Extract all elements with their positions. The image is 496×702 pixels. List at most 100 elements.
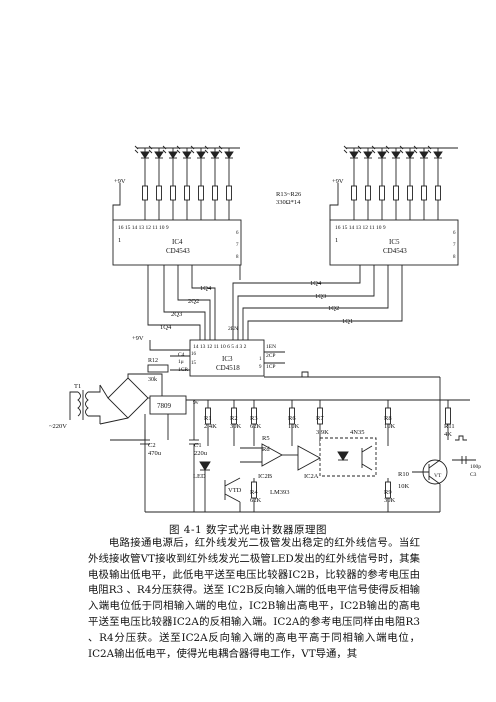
optocoupler-4n35 xyxy=(319,437,377,477)
en2-label: 2EN xyxy=(228,326,238,332)
bridge-rectifier xyxy=(99,373,163,425)
vt-label: VT xyxy=(434,473,442,479)
resistor-icon xyxy=(226,168,232,220)
led-icon xyxy=(343,145,359,168)
ic5-pin-1: 1 xyxy=(335,237,338,244)
vcc-left-label: +9V xyxy=(114,178,126,185)
q-left-2: 2Q2 xyxy=(188,298,199,305)
led-icon xyxy=(204,145,220,168)
led-array-right xyxy=(343,145,458,168)
resistor-icon xyxy=(445,400,451,440)
v9-label: 9v xyxy=(193,400,199,406)
r12-value: 30k xyxy=(148,377,157,383)
ic3-p15: 15 xyxy=(191,361,197,366)
resistor-icon xyxy=(365,168,371,220)
vtd-label: VTD xyxy=(228,487,242,494)
ic5-pin-7: 7 xyxy=(453,243,456,248)
resistor-icon xyxy=(231,400,237,446)
ic5-pin-6: 6 xyxy=(453,231,456,236)
led-icon xyxy=(399,145,415,168)
c3-value: 100p xyxy=(470,464,481,470)
resistor-bank-left xyxy=(142,168,232,220)
led-array-left xyxy=(134,145,240,168)
led-icon xyxy=(190,145,206,168)
resistor-icon xyxy=(393,168,399,220)
ic5-part: CD4543 xyxy=(383,247,407,255)
counter-schematic: +9V +9V R13~R26 330Ω*14 16 15 14 13 12 1… xyxy=(49,145,481,513)
r7-label: R7 xyxy=(316,415,324,422)
r4-value: 62K xyxy=(250,497,262,504)
led-icon xyxy=(176,145,192,168)
transformer xyxy=(69,385,101,424)
ic4-pin-6: 6 xyxy=(236,231,239,236)
resistor-icon xyxy=(205,400,211,446)
ic4-box xyxy=(112,219,242,266)
led-icon xyxy=(148,145,164,168)
led-icon xyxy=(357,145,373,168)
vcc-right-label: +9V xyxy=(332,178,344,185)
r2-label: R2 xyxy=(230,415,238,422)
ic5-name: IC5 xyxy=(389,238,400,246)
ic3-name: IC3 xyxy=(222,355,233,363)
ic3-p1: 1 xyxy=(259,357,262,362)
ic5-pins-top: 16 15 14 13 12 11 10 9 xyxy=(335,225,386,231)
ic2b-opamp xyxy=(261,443,283,467)
r3-value: 62K xyxy=(250,423,262,430)
description-paragraph: 电路接通电源后，红外线发光二极管发出稳定的红外线信号。当红外线接收管VT接收到红… xyxy=(88,537,420,660)
ic4-part: CD4543 xyxy=(166,247,190,255)
cp2-label: 2CP xyxy=(266,353,275,359)
ic5-pin-8: 8 xyxy=(453,255,456,260)
r4-label: R4 xyxy=(250,489,258,496)
c1-value: 220u xyxy=(194,450,208,457)
led-icon xyxy=(218,145,234,168)
r6-value: 10K xyxy=(288,423,300,430)
c4-label: C4 xyxy=(178,352,185,358)
ic4-pins-top: 16 15 14 13 12 11 10 9 xyxy=(118,225,169,231)
resistors-note-b: 330Ω*14 xyxy=(276,199,301,206)
ic3-part: CD4518 xyxy=(216,364,240,372)
resistor-icon xyxy=(351,168,357,220)
r10-value: 10K xyxy=(398,483,410,490)
led-label: LED xyxy=(193,473,206,480)
c3-label: C3 xyxy=(470,472,477,478)
resistors-note-a: R13~R26 xyxy=(276,191,302,198)
reg-label: 7809 xyxy=(157,402,172,410)
rd-label: Rd xyxy=(262,446,270,453)
led-icon xyxy=(134,145,150,168)
q-right-3: 1Q2 xyxy=(328,305,339,312)
figure-caption: 图 4-1 数字式光电计数器原理图 xyxy=(168,524,328,536)
resistor-icon xyxy=(289,400,295,446)
q-left-4: 1Q4 xyxy=(160,324,172,331)
mains-label: ~220V xyxy=(49,423,67,430)
cp1-label: 1CP xyxy=(266,364,275,370)
r5-label: R5 xyxy=(262,435,270,442)
ic4-pin-1: 1 xyxy=(118,237,121,244)
t1-label: T1 xyxy=(74,383,81,390)
led-icon xyxy=(413,145,429,168)
r7-value: 3.9K xyxy=(316,429,329,436)
q-left-1: 1Q4 xyxy=(200,285,212,292)
led-icon xyxy=(385,145,401,168)
resistor-icon xyxy=(156,168,162,220)
resistor-icon xyxy=(385,478,391,512)
resistor-icon xyxy=(379,168,385,220)
opto-label: 4N35 xyxy=(350,429,364,436)
resistor-icon xyxy=(251,400,257,446)
resistor-icon xyxy=(198,168,204,220)
resistor-icon xyxy=(251,478,257,512)
r8-label: R8 xyxy=(384,415,392,422)
ic3-p16: 16 xyxy=(191,352,197,357)
resistor-icon xyxy=(142,168,148,220)
ic2a-label: IC2A xyxy=(304,473,319,480)
resistor-icon xyxy=(184,168,190,220)
lm393-label: LM393 xyxy=(270,489,290,496)
r11-value: 4K xyxy=(444,431,452,438)
led-icon xyxy=(427,145,443,168)
ic4-pin-7: 7 xyxy=(236,243,239,248)
ic4-pin-8: 8 xyxy=(236,255,239,260)
ic3-p9: 9 xyxy=(259,365,262,370)
r2-value: 30K xyxy=(230,423,242,430)
r10-label: R10 xyxy=(398,471,409,478)
resistor-icon xyxy=(435,168,441,220)
c4-value: 1μ xyxy=(178,359,184,365)
